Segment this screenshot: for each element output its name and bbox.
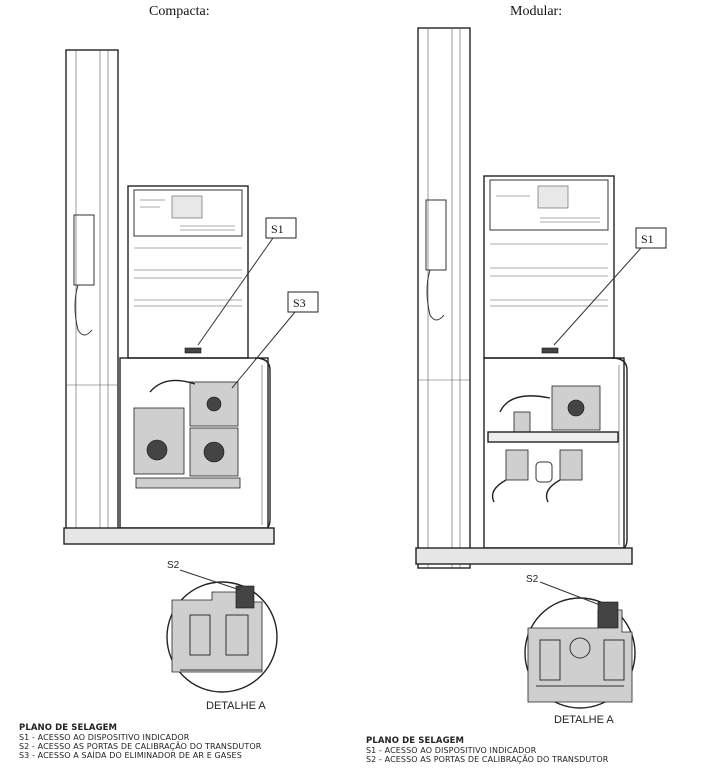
callout-box-s1-modular xyxy=(635,227,667,249)
legend-item: S3 - ACESSO A SAÍDA DO ELIMINADOR DE AR … xyxy=(19,751,242,760)
legend-compacta: PLANO DE SELAGEM S1 - ACESSO AO DISPOSIT… xyxy=(19,723,262,761)
detail-a-compacta xyxy=(166,569,278,693)
callout-s1-compacta: S1 xyxy=(271,222,284,236)
detail-circle-compacta xyxy=(166,581,278,693)
callout-s1-modular: S1 xyxy=(641,232,654,246)
legend-item: S1 - ACESSO AO DISPOSITIVO INDICADOR xyxy=(366,746,537,755)
callout-s3: S3 xyxy=(293,296,306,310)
detail-label-compacta: DETALHE A xyxy=(206,700,266,712)
legend-item: S1 - ACESSO AO DISPOSITIVO INDICADOR xyxy=(19,733,190,742)
base-modular xyxy=(415,547,633,565)
nozzle-compacta xyxy=(73,214,95,286)
legend-title-modular: PLANO DE SELAGEM xyxy=(366,736,465,746)
seal-s1-modular xyxy=(541,347,559,354)
meter-assembly-compacta xyxy=(133,379,241,489)
legend-item: S2 - ACESSO AS PORTAS DE CALIBRAÇÃO DO T… xyxy=(19,742,262,751)
callout-s2-modular: S2 xyxy=(526,574,539,585)
detail-circle-modular xyxy=(524,597,636,709)
callout-s2-compacta: S2 xyxy=(167,560,180,571)
seal-s1-compacta xyxy=(184,347,202,354)
base-compacta xyxy=(63,527,275,545)
pump-modular: S1 xyxy=(415,27,667,569)
legend-modular: PLANO DE SELAGEM S1 - ACESSO AO DISPOSIT… xyxy=(366,736,609,765)
title-compacta: Compacta: xyxy=(149,4,210,19)
detail-label-modular: DETALHE A xyxy=(554,714,614,726)
pump-compacta: S1 S3 xyxy=(63,49,319,545)
detail-a-modular xyxy=(524,581,636,709)
title-modular: Modular: xyxy=(510,4,563,19)
meter-assembly-modular xyxy=(487,385,619,503)
nozzle-modular xyxy=(425,199,447,271)
hose-column-modular xyxy=(417,27,471,569)
callout-box-s3 xyxy=(287,291,319,313)
legend-title-compacta: PLANO DE SELAGEM xyxy=(19,723,118,733)
callout-box-s1-compacta xyxy=(265,217,297,239)
hose-column-compacta xyxy=(65,49,119,531)
legend-item: S2 - ACESSO AS PORTAS DE CALIBRAÇÃO DO T… xyxy=(366,755,609,764)
